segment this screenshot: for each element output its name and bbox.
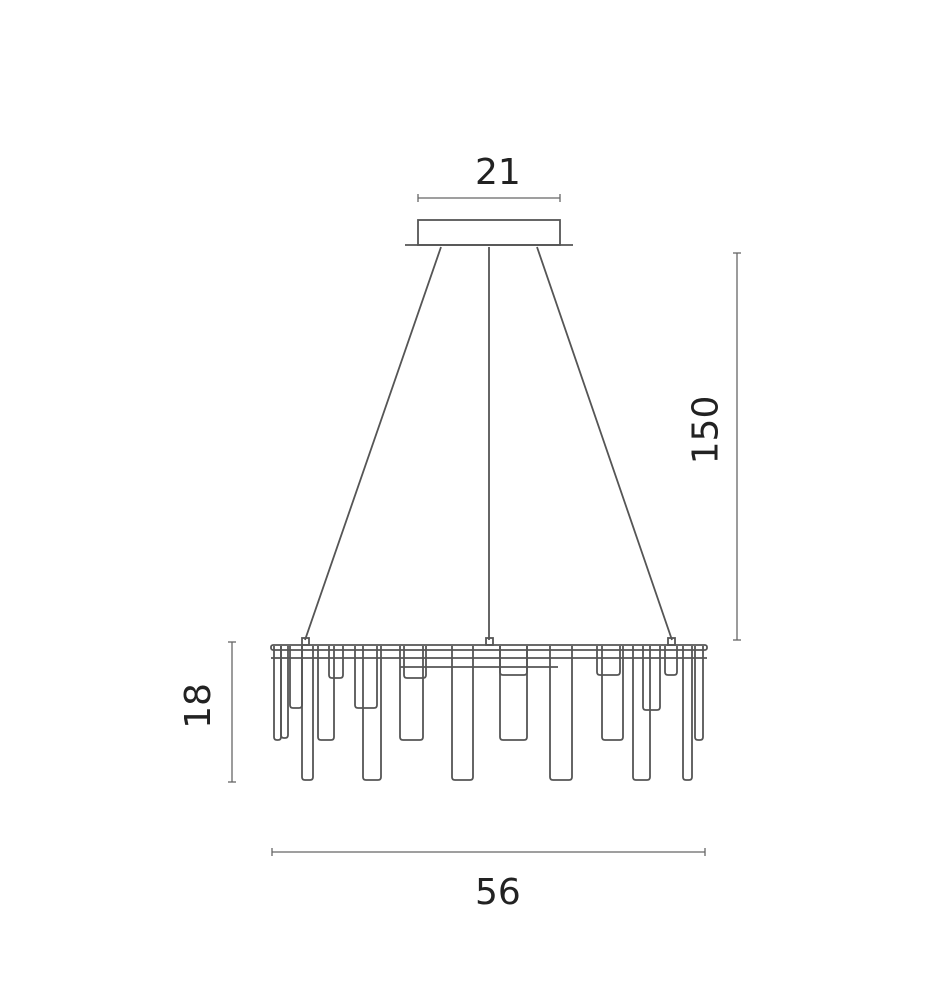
glass-tube <box>632 646 651 781</box>
canopy <box>417 219 561 246</box>
glass-tube <box>354 646 378 709</box>
glass-tube <box>399 646 424 741</box>
suspension-wire <box>304 246 442 641</box>
glass-tube <box>403 646 427 679</box>
glass-tube <box>301 646 314 781</box>
glass-tube <box>273 646 282 741</box>
glass-tube <box>451 646 474 781</box>
glass-tube <box>601 646 624 741</box>
glass-tube <box>642 646 661 711</box>
glass-tube <box>280 646 289 739</box>
glass-tube <box>317 646 335 741</box>
glass-tube <box>664 646 678 676</box>
glass-tube <box>289 646 303 709</box>
glass-tube <box>694 646 704 741</box>
suspension-wire <box>536 246 673 641</box>
overall-width-label: 56 <box>475 872 521 913</box>
glass-tube <box>596 646 621 676</box>
glass-tube <box>682 646 693 781</box>
glass-tube <box>549 646 573 781</box>
glass-tube <box>499 646 528 676</box>
ring-frame <box>270 644 708 668</box>
drop-height-label: 150 <box>685 395 727 465</box>
glass-tube <box>328 646 344 679</box>
glass-tube <box>362 646 382 781</box>
glass-tube <box>499 646 528 741</box>
canopy-width-label: 21 <box>475 152 521 193</box>
body-height-label: 18 <box>177 683 219 729</box>
